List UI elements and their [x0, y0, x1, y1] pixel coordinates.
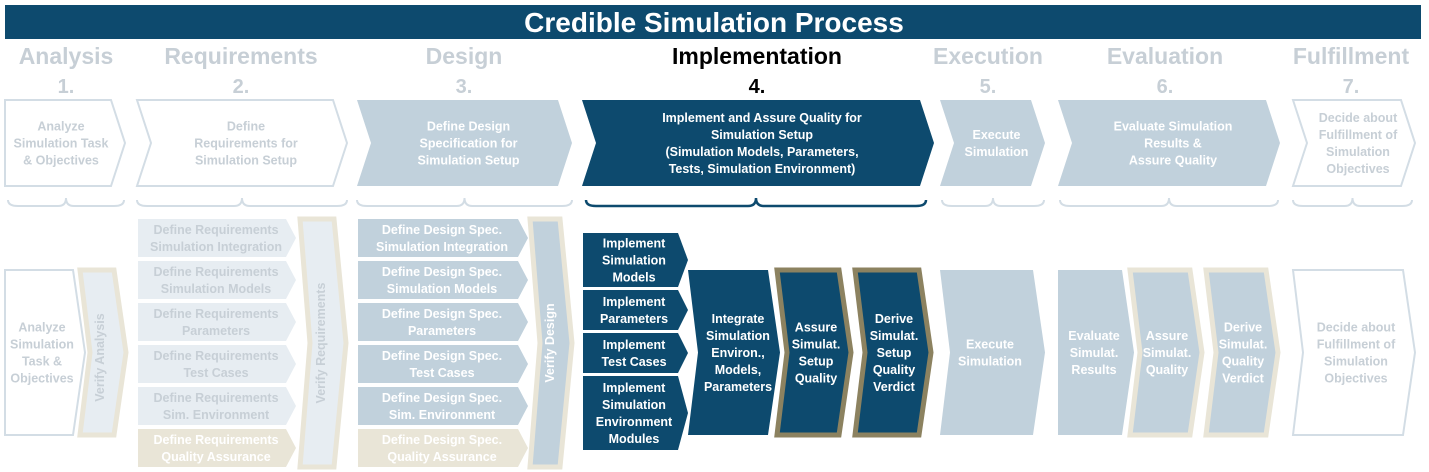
brace-3	[356, 197, 573, 207]
brace-5	[941, 197, 1045, 207]
verify-requirements-chevron	[297, 216, 349, 470]
design-item-chevron-5	[358, 387, 528, 425]
design-item-chevron-6	[358, 429, 528, 467]
req-item-chevron-6	[138, 429, 296, 467]
evaluate-results-chevron	[1058, 270, 1134, 435]
design-item-chevron-4	[358, 345, 528, 383]
design-item-chevron-2	[358, 261, 528, 299]
verify-design-label: Verify Design	[543, 303, 557, 382]
page-title: Credible Simulation Process	[524, 7, 904, 38]
req-item-chevron-5	[138, 387, 296, 425]
phase-number-4: 4.	[749, 76, 766, 98]
design-item-label-3: Define Design Spec.Parameters	[382, 307, 502, 338]
design-item-chevron-3	[358, 303, 528, 341]
brace-2	[136, 197, 348, 207]
phase-number-3: 3.	[456, 76, 473, 98]
top-step-chevron-5	[940, 100, 1045, 186]
phase-name-fulfillment: Fulfillment	[1293, 43, 1410, 69]
integrate-chevron	[688, 270, 780, 435]
derive-verdict-chevron	[1203, 267, 1281, 438]
analysis-task-chevron	[4, 269, 87, 436]
title-banner	[5, 5, 1421, 39]
req-item-chevron-1	[138, 219, 296, 257]
execute-chevron	[940, 270, 1045, 435]
impl-item-chevron-3	[583, 333, 688, 373]
brace-6	[1059, 197, 1279, 207]
top-step-chevron-3	[357, 100, 572, 186]
phase-number-5: 5.	[980, 76, 997, 98]
design-item-chevron-1	[358, 219, 528, 257]
top-step-chevron-2	[135, 99, 349, 187]
verify-design-chevron	[527, 216, 575, 470]
top-step-chevron-4	[582, 100, 934, 186]
brace-4	[584, 197, 928, 208]
top-step-chevron-1	[4, 99, 127, 187]
brace-7	[1292, 197, 1413, 207]
impl-item-chevron-4	[583, 376, 688, 450]
req-item-chevron-2	[138, 261, 296, 299]
phase-number-6: 6.	[1157, 76, 1174, 98]
req-item-chevron-3	[138, 303, 296, 341]
phase-name-evaluation: Evaluation	[1107, 43, 1223, 69]
impl-item-chevron-2	[583, 290, 688, 330]
design-item-label-4: Define Design Spec.Test Cases	[382, 349, 502, 380]
design-item-label-5: Define Design Spec.Sim. Environment	[382, 391, 502, 422]
assure-quality-chevron	[1127, 267, 1205, 438]
req-item-chevron-4	[138, 345, 296, 383]
derive-setup-chevron	[852, 267, 934, 438]
verify-requirements-label: Verify Requirements	[314, 283, 328, 404]
phase-name-analysis: Analysis	[19, 43, 114, 69]
design-item-label-1: Define Design Spec.Simulation Integratio…	[376, 223, 508, 254]
phase-name-execution: Execution	[933, 43, 1043, 69]
decide-fulfillment-chevron	[1291, 269, 1417, 436]
assure-setup-chevron	[774, 267, 854, 438]
phase-name-design: Design	[426, 43, 503, 69]
phase-number-2: 2.	[233, 76, 250, 98]
verify-analysis-label: Verify Analysis	[93, 313, 107, 402]
brace-1	[7, 197, 125, 207]
phase-number-7: 7.	[1343, 76, 1360, 98]
verify-analysis-chevron	[77, 267, 129, 438]
phase-number-1: 1.	[58, 76, 75, 98]
top-step-chevron-6	[1058, 100, 1280, 186]
top-step-chevron-7	[1291, 99, 1417, 187]
phase-name-implementation: Implementation	[672, 43, 842, 69]
design-item-label-2: Define Design Spec.Simulation Models	[382, 265, 502, 296]
impl-item-chevron-1	[583, 233, 688, 287]
phase-name-requirements: Requirements	[164, 43, 317, 69]
design-item-label-6: Define Design Spec.Quality Assurance	[382, 433, 502, 464]
